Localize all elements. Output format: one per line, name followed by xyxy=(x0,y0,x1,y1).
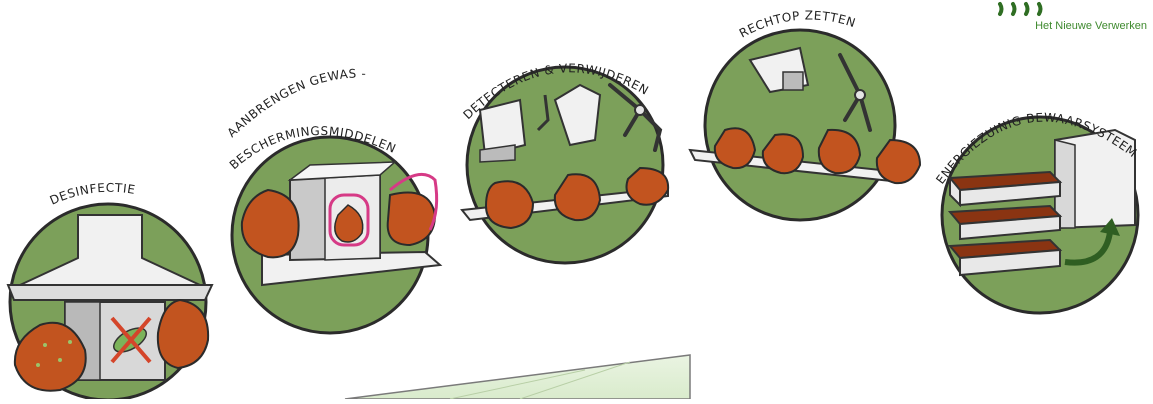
svg-text:DESINFECTIE: DESINFECTIE xyxy=(48,181,137,208)
bulb xyxy=(158,300,208,368)
greenhouse-sketch xyxy=(345,355,690,399)
brand-tagline: Het Nieuwe Verwerken xyxy=(1035,20,1147,32)
bulb xyxy=(627,168,669,205)
step-rechtop-zetten: RECHTOP ZETTEN xyxy=(690,8,920,220)
bulb xyxy=(486,181,533,228)
step-gewasbescherming: AANBRENGEN GEWAS - BESCHERMINGSMIDDELEN xyxy=(225,66,440,333)
step-bewaarsysteem: ENERGIEZUINIG BEWAARSYSTEEM xyxy=(933,110,1139,313)
step-detecteren: DETECTEREN & VERWIJDEREN xyxy=(460,61,668,263)
bulb xyxy=(388,193,435,246)
step-label-desinfectie: DESINFECTIE xyxy=(48,181,137,208)
storage-crates xyxy=(950,172,1060,275)
step-desinfectie: DESINFECTIE xyxy=(8,181,212,399)
brand-logo xyxy=(1000,4,1041,14)
